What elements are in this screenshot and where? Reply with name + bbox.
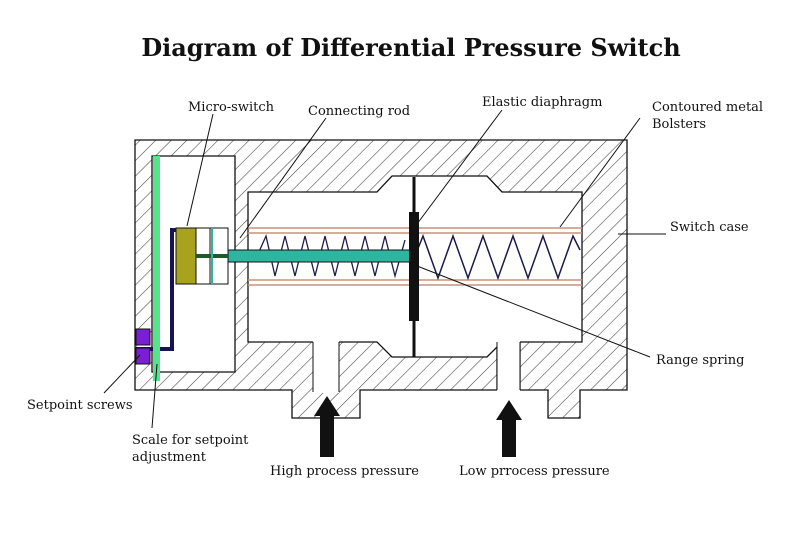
label-bolsters-line2: Bolsters bbox=[652, 117, 706, 132]
label-micro-switch: Micro-switch bbox=[188, 100, 275, 115]
low-pressure-arrow bbox=[496, 400, 522, 457]
label-range-spring: Range spring bbox=[656, 353, 744, 368]
label-high-pressure: High process pressure bbox=[270, 464, 419, 479]
label-connecting-rod: Connecting rod bbox=[308, 104, 410, 119]
label-scale-line2: adjustment bbox=[132, 450, 207, 465]
range-spring-right bbox=[414, 233, 581, 281]
setpoint-screws bbox=[135, 328, 151, 365]
label-bolsters-line1: Contoured metal bbox=[652, 100, 763, 115]
label-low-pressure: Low prrocess pressure bbox=[459, 464, 610, 479]
low-pressure-port bbox=[497, 341, 520, 393]
setpoint-scale-bar bbox=[153, 156, 160, 381]
diaphragm-plate bbox=[409, 212, 419, 321]
label-elastic-diaphragm: Elastic diaphragm bbox=[482, 95, 602, 110]
high-pressure-port bbox=[313, 341, 339, 393]
label-switch-case: Switch case bbox=[670, 220, 749, 235]
connecting-rod bbox=[227, 249, 412, 263]
leader-lines bbox=[103, 109, 666, 429]
switch-case bbox=[134, 139, 628, 419]
diagram-title: Diagram of Differential Pressure Switch bbox=[141, 33, 680, 62]
micro-switch bbox=[175, 227, 229, 285]
label-scale-line1: Scale for setpoint bbox=[132, 433, 249, 448]
high-pressure-arrow bbox=[314, 396, 340, 457]
label-setpoint-screws: Setpoint screws bbox=[27, 398, 133, 413]
